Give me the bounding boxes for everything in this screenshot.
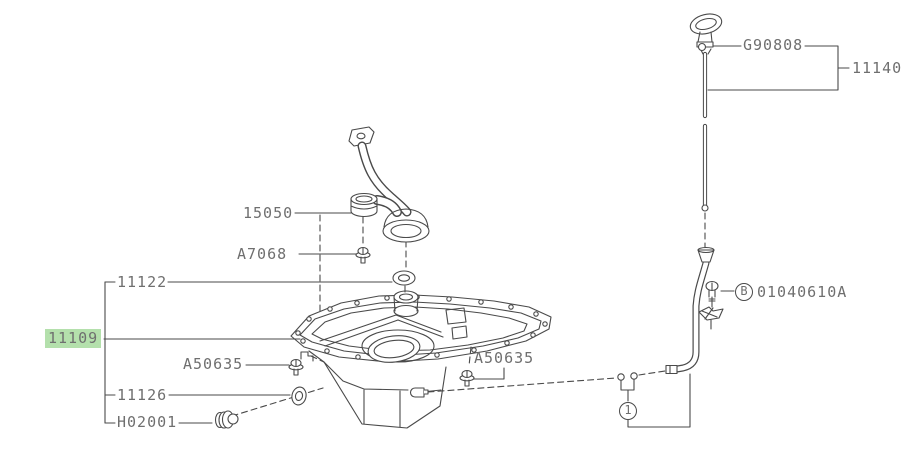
part-label-11122[interactable]: 11122 [117,273,168,291]
callout-1-bracket [617,372,691,428]
part-label-11140[interactable]: 11140 [852,59,903,77]
label-leader-lines [103,45,850,424]
part-label-11126[interactable]: 11126 [117,386,168,404]
pan-bolt-left-drawing [288,351,314,376]
callout-1-badge[interactable]: 1 [619,402,637,420]
pan-bolt-right-drawing [459,369,475,387]
drain-washer-drawing [291,386,307,406]
part-label-a50635-right[interactable]: A50635 [474,349,535,367]
part-label-a50635-left[interactable]: A50635 [183,355,244,373]
oil-pan-drawing [290,285,552,429]
dipstick-drawing [689,13,723,212]
oil-strainer-drawing [348,126,430,243]
dipstick-tube-drawing [665,246,715,375]
strainer-bolt-drawing [355,246,371,264]
oring-drawing [392,270,416,286]
tube-bolt-drawing [698,280,724,330]
part-label-h02001[interactable]: H02001 [117,413,178,431]
part-label-g90808[interactable]: G90808 [743,36,804,54]
drain-plug-drawing [214,410,239,429]
part-label-a7068[interactable]: A7068 [237,245,288,263]
part-label-11109-highlighted[interactable]: 11109 [45,329,102,348]
callout-b-badge[interactable]: B [735,283,753,301]
part-label-01040610a[interactable]: 01040610A [757,283,848,301]
part-label-15050[interactable]: 15050 [243,204,294,222]
